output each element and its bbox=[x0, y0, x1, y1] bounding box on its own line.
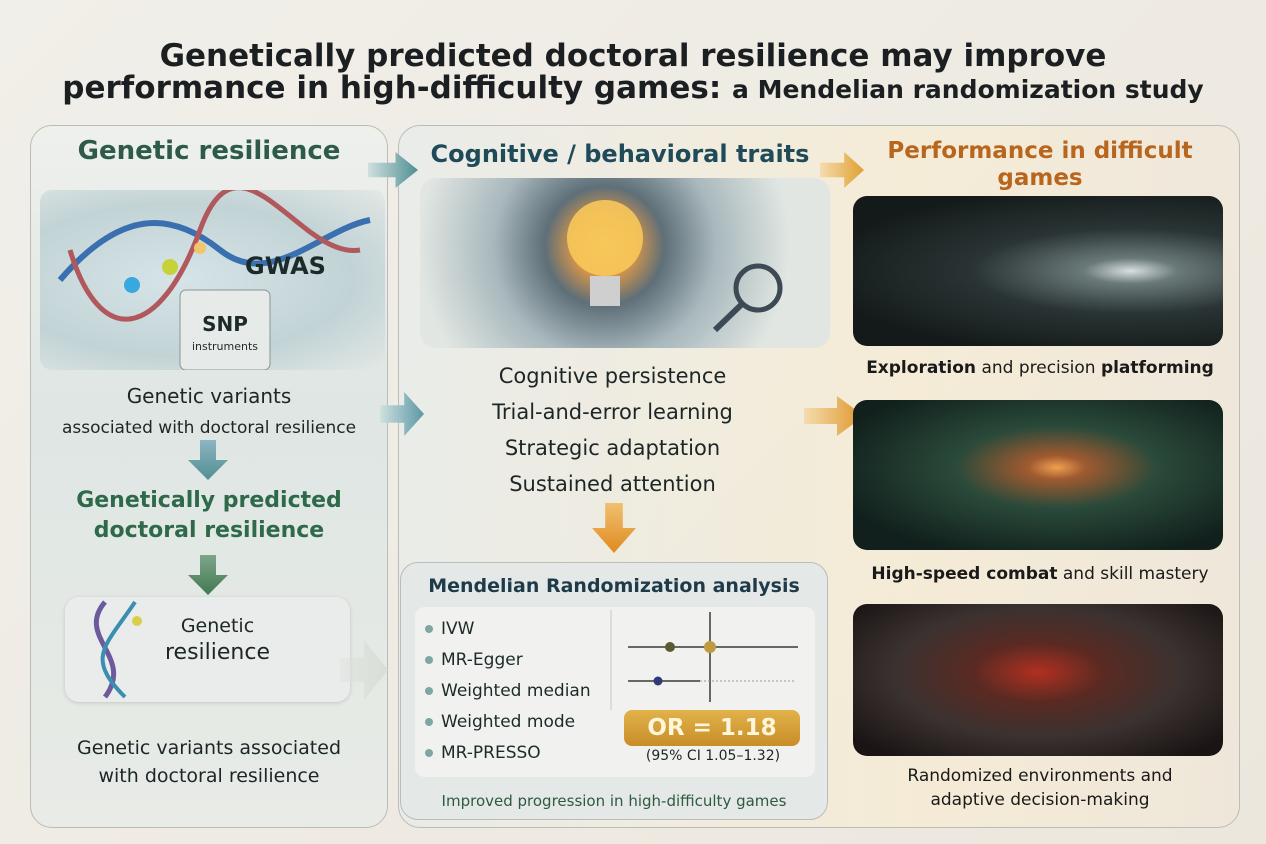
bullet-icon bbox=[425, 748, 433, 757]
bullet-icon bbox=[425, 717, 433, 726]
snp-sub-label: instruments bbox=[191, 340, 259, 353]
variants-line-2: associated with doctoral resilience bbox=[61, 418, 357, 438]
bullet-icon bbox=[425, 686, 433, 695]
box-label-1: Genetic bbox=[180, 615, 255, 637]
odds-ratio-badge: OR = 1.18 bbox=[624, 710, 800, 746]
mr-inner bbox=[415, 607, 815, 777]
right-heading-1: Performance in difficult bbox=[887, 138, 1193, 164]
game-caption-3b: adaptive decision-making bbox=[930, 790, 1150, 810]
game-caption-1: Exploration and precision platforming bbox=[866, 358, 1214, 378]
mr-method: Weighted median bbox=[425, 675, 591, 706]
game-caption-3a: Randomized environments and bbox=[907, 766, 1173, 786]
trait-item: Strategic adaptation bbox=[504, 436, 721, 460]
estimate-point bbox=[665, 642, 675, 652]
estimate-point bbox=[704, 641, 716, 653]
title-line-1: Genetically predicted doctoral resilienc… bbox=[159, 38, 1107, 74]
confidence-interval: (95% CI 1.05–1.32) bbox=[645, 748, 781, 764]
title-main: performance in high-difficulty games: bbox=[62, 70, 722, 106]
variants-line-1: Genetic variants bbox=[126, 384, 292, 408]
dna-illustration bbox=[40, 185, 385, 371]
mr-method: IVW bbox=[425, 613, 591, 644]
game-caption-2: High-speed combat and skill mastery bbox=[871, 564, 1209, 584]
snp-label: SNP bbox=[202, 312, 248, 336]
dna-icon bbox=[93, 600, 178, 700]
bullet-icon bbox=[425, 655, 433, 664]
title-sub: a Mendelian randomization study bbox=[732, 75, 1204, 104]
head-lightbulb-illustration bbox=[420, 178, 830, 348]
title-line-2: performance in high-difficulty games: a … bbox=[0, 70, 1266, 106]
predicted-line-1: Genetically predicted bbox=[76, 488, 342, 513]
estimate-point bbox=[653, 676, 663, 686]
trait-item: Cognitive persistence bbox=[498, 364, 727, 388]
mr-methods-list: IVW MR-Egger Weighted median Weighted mo… bbox=[425, 613, 591, 768]
bottom-line-1: Genetic variants associated bbox=[76, 737, 342, 759]
dna-helix-icon bbox=[57, 185, 371, 371]
genetic-resilience-box bbox=[65, 597, 350, 702]
gwas-label: GWAS bbox=[245, 252, 326, 280]
forest-plot bbox=[610, 610, 798, 710]
bottom-line-2: with doctoral resilience bbox=[98, 765, 320, 787]
mr-footer: Improved progression in high-difficulty … bbox=[441, 792, 787, 810]
predicted-line-2: doctoral resilience bbox=[93, 518, 325, 543]
mr-heading: Mendelian Randomization analysis bbox=[428, 575, 800, 597]
game-screenshot-platforming bbox=[853, 196, 1223, 346]
mr-method: Weighted mode bbox=[425, 706, 591, 737]
box-label-2: resilience bbox=[164, 640, 270, 665]
middle-heading: Cognitive / behavioral traits bbox=[430, 140, 810, 168]
right-heading-2: games bbox=[997, 165, 1083, 191]
mr-method: MR-PRESSO bbox=[425, 737, 591, 768]
lightbulb-icon bbox=[567, 200, 783, 333]
trait-item: Trial-and-error learning bbox=[492, 400, 733, 424]
game-screenshot-roguelike bbox=[853, 604, 1223, 756]
trait-item: Sustained attention bbox=[509, 472, 716, 496]
mr-method: MR-Egger bbox=[425, 644, 591, 675]
game-screenshot-combat bbox=[853, 400, 1223, 550]
bullet-icon bbox=[425, 624, 433, 633]
left-heading: Genetic resilience bbox=[77, 136, 341, 166]
